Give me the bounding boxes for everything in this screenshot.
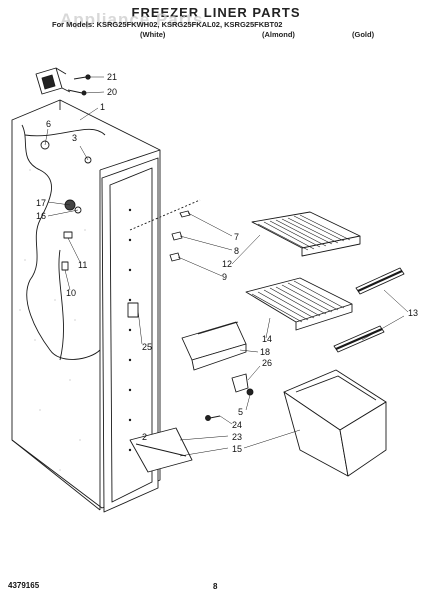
- control-bracket: [35, 67, 71, 95]
- callout-13: 13: [408, 308, 418, 318]
- screw-24: [205, 415, 221, 421]
- screw-5: [246, 388, 254, 396]
- callout-11: 11: [78, 260, 87, 270]
- shelf-clip-7: [179, 210, 191, 218]
- callout-3: 3: [72, 133, 77, 143]
- callout-12: 12: [222, 259, 232, 269]
- callout-1: 1: [100, 102, 105, 112]
- callout-23: 23: [232, 432, 242, 442]
- callout-15: 15: [232, 444, 242, 454]
- callout-21: 21: [107, 72, 117, 82]
- part-10: [61, 261, 69, 271]
- variant-almond: (Almond): [262, 30, 295, 39]
- screw-21: [73, 74, 91, 80]
- callout-25: 25: [142, 342, 152, 352]
- bracket-26: [231, 373, 249, 393]
- part-11: [63, 231, 73, 239]
- callout-20: 20: [107, 87, 117, 97]
- ice-bin-15: [283, 369, 387, 477]
- track-23: [129, 427, 193, 473]
- callout-18: 18: [260, 347, 270, 357]
- callout-6: 6: [46, 119, 51, 129]
- callout-9: 9: [222, 272, 227, 282]
- callout-10: 10: [66, 288, 76, 298]
- part-3: [84, 156, 92, 164]
- shelf-clip-8: [171, 231, 183, 241]
- callout-2: 2: [142, 432, 147, 442]
- callout-24: 24: [232, 420, 242, 430]
- watermark: Appliance Parts: [60, 10, 204, 29]
- models-line: For Models: KSRG25FKWH02, KSRG25FKAL02, …: [52, 20, 283, 29]
- callout-5: 5: [238, 407, 243, 417]
- variant-white: (White): [140, 30, 166, 39]
- part-number: 4379165: [8, 581, 40, 590]
- diagram-header: Appliance Parts FREEZER LINER PARTS: [0, 5, 432, 30]
- callout-26: 26: [262, 358, 272, 368]
- wire-shelf-14: [245, 277, 353, 331]
- screw-20: [67, 89, 87, 96]
- part-6: [40, 140, 50, 150]
- callout-16: 16: [36, 211, 46, 221]
- shelf-clip-9: [169, 252, 181, 262]
- variant-gold: (Gold): [352, 30, 375, 39]
- callout-17: 17: [36, 198, 46, 208]
- bin-18: [181, 321, 247, 371]
- page-number: 8: [213, 582, 218, 591]
- callout-7: 7: [234, 232, 239, 242]
- callout-8: 8: [234, 246, 239, 256]
- wiring-harness: [21, 124, 101, 360]
- wire-shelf-12: [251, 211, 361, 257]
- part-25: [127, 302, 139, 318]
- callout-14: 14: [262, 334, 272, 344]
- diagram-title: FREEZER LINER PARTS: [131, 5, 301, 20]
